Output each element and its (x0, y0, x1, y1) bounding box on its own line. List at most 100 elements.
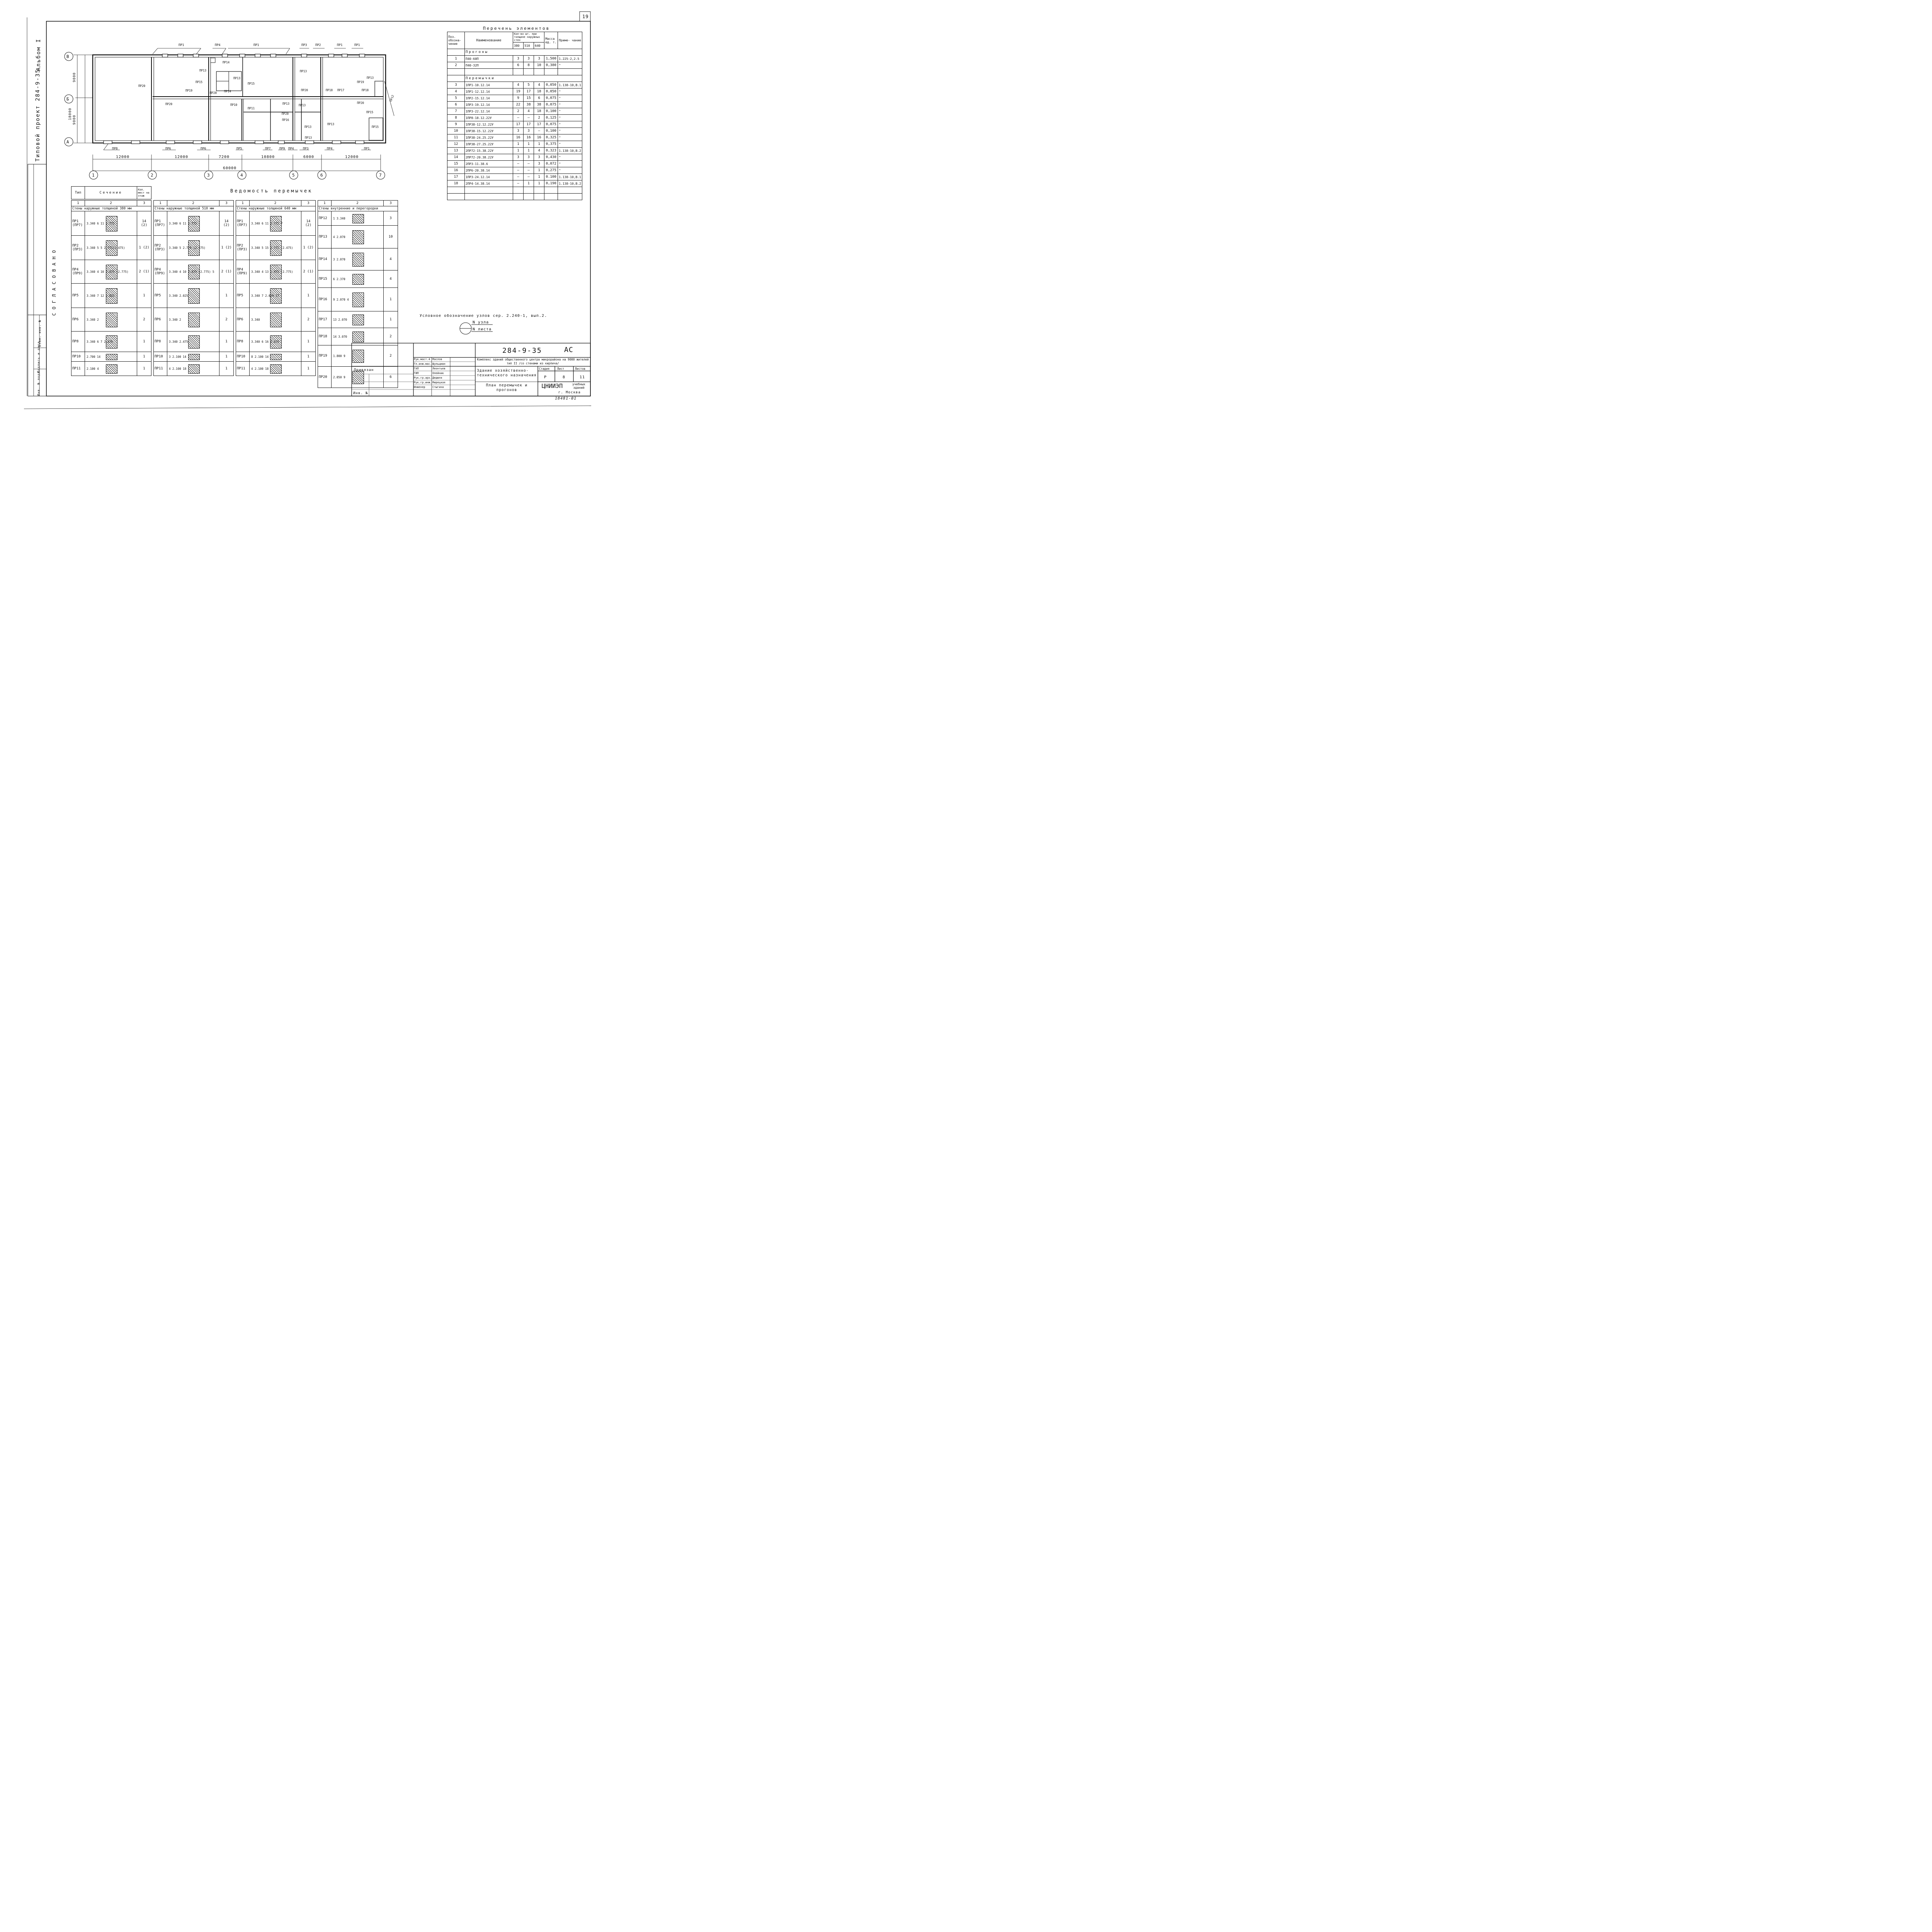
lintel-type: ПР1 (ПР7) (236, 211, 250, 236)
hatched-section (188, 335, 200, 349)
group-title-row: Стены наружные толщиной 640 мм (236, 206, 316, 211)
section-notes: 3.340 (251, 318, 260, 321)
table-cell: 2 (534, 114, 545, 121)
lintel-label: ПР1 (337, 43, 343, 47)
column-number: 2 (85, 200, 137, 206)
table-cell: 8 (447, 114, 465, 121)
lintel-type: ПР5 (153, 283, 167, 308)
group-title-row: Стены наружные толщиной 380 мм (71, 206, 151, 211)
table-cell: 7 (447, 108, 465, 115)
lintel-label: ПР15 (366, 111, 374, 114)
lintel-type: ПР4 (ПР9) (71, 260, 85, 284)
table-cell: 1ПР38-15.12.22У (464, 128, 513, 134)
table-cell: 0,075 (544, 95, 558, 102)
section-sketch: 1 3.340 (331, 211, 384, 226)
section-notes: 3 2.100 14 (169, 355, 187, 359)
sheets-value: 11 (580, 375, 585, 379)
table-cell: 1 (523, 141, 534, 148)
lintel-count: 1 (2) (219, 235, 234, 260)
lintel-count: 2 (301, 308, 316, 332)
hatched-section (270, 335, 282, 349)
lintel-count: 1 (301, 361, 316, 376)
table-cell: 38 (523, 101, 534, 108)
staff-role: Инженер (414, 386, 425, 389)
lintel-label: ПР15 (248, 82, 255, 85)
table-cell: 3 (523, 128, 534, 134)
staff-name: Маслов (432, 358, 442, 361)
lintel-row: ПР2 (ПР3)3.340 5 2.775 (2.475)1 (2) (153, 235, 234, 260)
hatched-section (270, 364, 282, 374)
section-notes: 13 2.070 (333, 318, 347, 321)
lintel-type: ПР8 (236, 331, 250, 352)
section-notes: 2.100 4 (87, 367, 99, 371)
table-cell: 0.100 (544, 173, 558, 180)
hatched-section (188, 240, 200, 256)
table-cell (544, 68, 558, 75)
group-title: Прогоны (464, 49, 582, 56)
hatched-section (270, 265, 282, 279)
tied-label: Привязан (354, 368, 374, 372)
column-number: 1 (318, 200, 332, 206)
section-sketch: 3.340 (249, 308, 301, 332)
table-cell: 1 (534, 180, 545, 187)
table-cell: — (534, 128, 545, 134)
lintel-type: ПР15 (318, 270, 332, 288)
section-notes: 3.340 6 11 2.775 (169, 221, 197, 225)
lintel-count: 1 (137, 283, 151, 308)
hatched-section (188, 364, 200, 374)
table-cell: 6 (447, 101, 465, 108)
table-cell: — (523, 160, 534, 167)
table-cell: " (558, 121, 582, 128)
section-sketch: 4 2.100 18 (249, 361, 301, 376)
section-sketch: 2.050 9 (331, 366, 384, 388)
table-cell: 2ПР72-20.38.22У (464, 154, 513, 161)
lintel-count: 1 (2) (301, 235, 316, 260)
lintel-type: ПР8 (71, 331, 85, 352)
lintel-label: ПР13 (327, 122, 335, 126)
lintel-label: ПР1 (253, 43, 259, 47)
lintel-label: ПР6 (201, 147, 206, 150)
section-notes: 4 2.070 (333, 235, 345, 239)
table-cell (558, 68, 582, 75)
section-notes: 3.340 2.475 (169, 340, 188, 344)
lintel-type: ПР4 (ПР9) (236, 260, 250, 284)
lintel-label: ПР1 (179, 43, 184, 47)
section-sketch: 3.340 5 5 2.775(2.475) (85, 235, 137, 260)
table-cell: " (558, 141, 582, 148)
table-cell: 0,125 (544, 114, 558, 121)
lintel-count: 14 (2) (137, 211, 151, 236)
table-cell: 19 (512, 88, 524, 95)
lintel-label: ПР11 (248, 107, 255, 110)
project-title: Типовой проект 284-9-35 (35, 69, 41, 162)
table-cell: 3 (447, 82, 465, 88)
section-sketch: 8 2.100 14 (249, 352, 301, 362)
org-city: г. Москва (558, 391, 581, 395)
lintel-type: ПР2 (ПР3) (153, 235, 167, 260)
dimension: 12000 (116, 155, 130, 159)
table-cell: 2 (512, 108, 524, 115)
table-cell: 38 (534, 101, 545, 108)
table-cell: 0,075 (544, 101, 558, 108)
table-cell: — (512, 167, 524, 174)
lintel-type: ПР1 (ПР7) (71, 211, 85, 236)
table-cell: 2ПР72-15.38.22У (464, 147, 513, 154)
section-notes: 3.340 7 2.026 17 (251, 294, 279, 298)
header-section: Сечение (85, 186, 137, 199)
table-cell: 6 (534, 95, 545, 102)
lintel-type: ПР1 (ПР7) (153, 211, 167, 236)
table-cell: 0,375 (544, 141, 558, 148)
staff-name: Леонтьев (432, 367, 446, 370)
table-cell (512, 68, 524, 75)
